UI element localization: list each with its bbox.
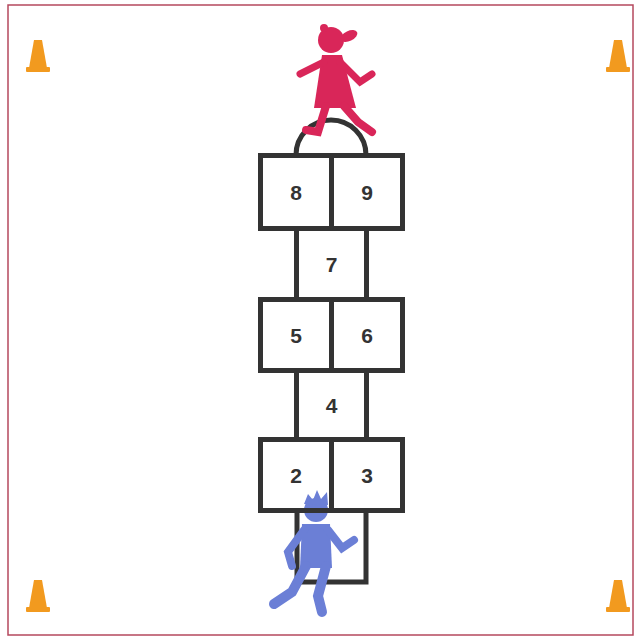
- cone: [606, 40, 630, 72]
- hopscotch-square: 3: [329, 437, 405, 513]
- hopscotch-square: 9: [329, 153, 405, 231]
- girl-figure: [300, 24, 372, 132]
- hopscotch-square: 5: [258, 297, 334, 373]
- hopscotch-square: 8: [258, 153, 334, 231]
- cone: [26, 40, 50, 72]
- hopscotch-square: 7: [294, 226, 369, 302]
- square-number: 6: [361, 325, 373, 346]
- rest-arc: [296, 120, 366, 155]
- square-number: 8: [290, 182, 302, 203]
- square-number: 5: [290, 325, 302, 346]
- cone: [606, 580, 630, 612]
- hopscotch-square: 4: [294, 368, 369, 442]
- court-frame: [8, 5, 633, 635]
- square-number: 3: [361, 465, 373, 486]
- square-number: 7: [326, 254, 338, 275]
- cone: [26, 580, 50, 612]
- square-number: 2: [290, 465, 302, 486]
- hopscotch-square: 2: [258, 437, 334, 513]
- square-number: 4: [326, 395, 338, 416]
- square-number: 9: [361, 182, 373, 203]
- cones: [26, 40, 630, 612]
- hopscotch-square: 6: [329, 297, 405, 373]
